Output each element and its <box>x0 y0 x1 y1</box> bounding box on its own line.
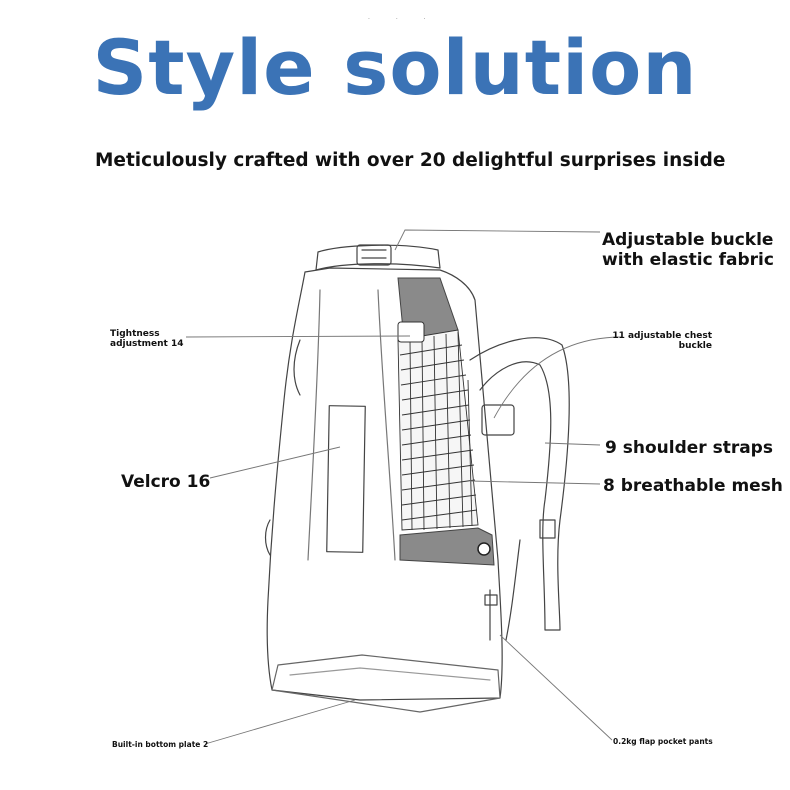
callout-flap-pocket: 0.2kg flap pocket pants <box>613 737 713 746</box>
leader-mesh <box>469 480 601 485</box>
callout-tightness-adjustment: Tightness adjustment 14 <box>110 329 184 349</box>
leader-tightness <box>185 335 411 338</box>
lower-gray-band <box>399 527 495 566</box>
page-subtitle: Meticulously crafted with over 20 deligh… <box>95 150 726 171</box>
leader-buckle <box>394 229 601 251</box>
callout-chest-buckle: 11 adjustable chest buckle <box>612 331 712 351</box>
chest-buckle <box>481 404 515 436</box>
breathable-mesh-grid <box>397 329 479 531</box>
callout-breathable-mesh: 8 breathable mesh <box>603 476 783 496</box>
leader-velcro <box>209 446 341 479</box>
page-title: Style solution <box>92 23 698 112</box>
top-buckle <box>356 244 392 266</box>
leader-chest <box>493 336 623 419</box>
backpack-body-outline <box>266 267 503 701</box>
callout-shoulder-straps: 9 shoulder straps <box>605 438 773 458</box>
roll-top <box>315 244 441 271</box>
leader-shoulder <box>544 442 601 446</box>
bottom-plate <box>271 654 501 713</box>
leader-flap <box>499 634 613 741</box>
top-dots: · · · <box>368 16 438 23</box>
velcro-patch <box>326 405 366 553</box>
leader-bottom <box>204 699 356 745</box>
callout-adjustable-buckle: Adjustable buckle with elastic fabric <box>602 230 774 270</box>
shoulder-strap <box>469 337 570 631</box>
callout-velcro: Velcro 16 <box>121 472 211 492</box>
callout-bottom-plate: Built-in bottom plate 2 <box>112 740 209 749</box>
